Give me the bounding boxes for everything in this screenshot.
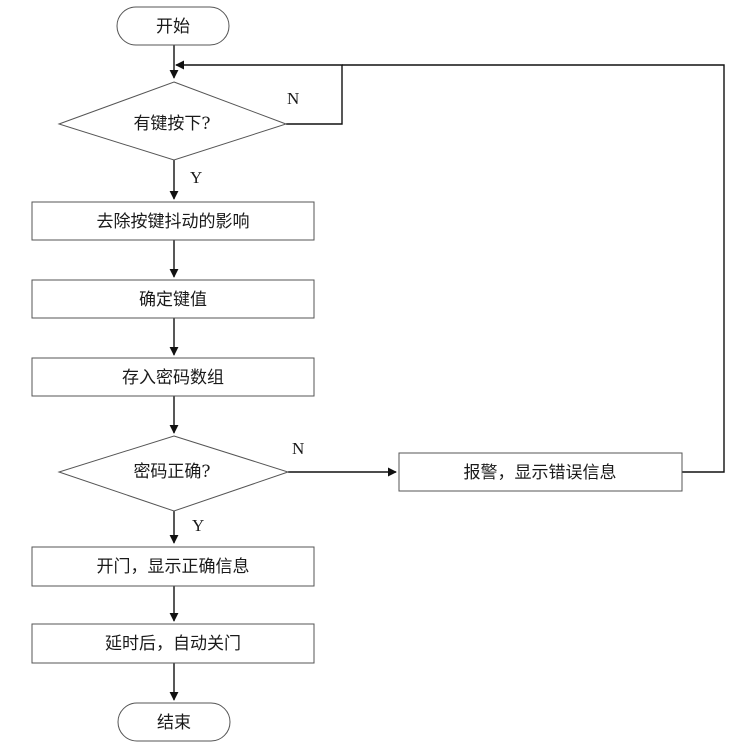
debounce-process: 去除按键抖动的影响 [31,201,315,241]
end-terminal: 结束 [117,702,231,742]
end-label: 结束 [157,713,191,733]
pwd-no-label: N [292,439,304,458]
debounce-box [31,201,315,241]
open-door-process: 开门，显示正确信息 [31,546,315,587]
determine-key-label: 确定键值 [139,290,207,310]
alarm-label: 报警，显示错误信息 [464,463,617,483]
delay-close-process: 延时后，自动关门 [31,623,315,664]
store-password-process: 存入密码数组 [31,357,315,397]
open-door-box [31,546,315,587]
key-pressed-label: 有键按下? [133,114,210,134]
key-pressed-decision: 有键按下? [57,81,288,161]
key-yes-label: Y [190,168,202,187]
open-door-label: 开门，显示正确信息 [97,557,250,577]
store-password-box [31,357,315,397]
password-correct-label: 密码正确? [133,462,210,482]
connectors [169,45,725,701]
key-pressed-diamond [57,81,288,161]
alarm-box [398,452,683,492]
end-shape [117,702,231,742]
debounce-label: 去除按键抖动的影响 [97,212,250,232]
store-password-label: 存入密码数组 [122,368,224,388]
key-no-label: N [287,89,299,108]
alarm-process: 报警，显示错误信息 [398,452,683,492]
delay-close-label: 延时后，自动关门 [105,634,241,654]
start-label: 开始 [156,17,190,37]
pwd-yes-label: Y [192,516,204,535]
determine-key-box [31,279,315,319]
edge-key-no-loop [175,60,343,125]
edge-alarm-return [342,64,725,473]
password-correct-diamond [57,435,290,512]
start-terminal: 开始 [116,6,230,46]
start-shape [116,6,230,46]
determine-key-process: 确定键值 [31,279,315,319]
password-correct-decision: 密码正确? [57,435,290,512]
delay-close-box [31,623,315,664]
